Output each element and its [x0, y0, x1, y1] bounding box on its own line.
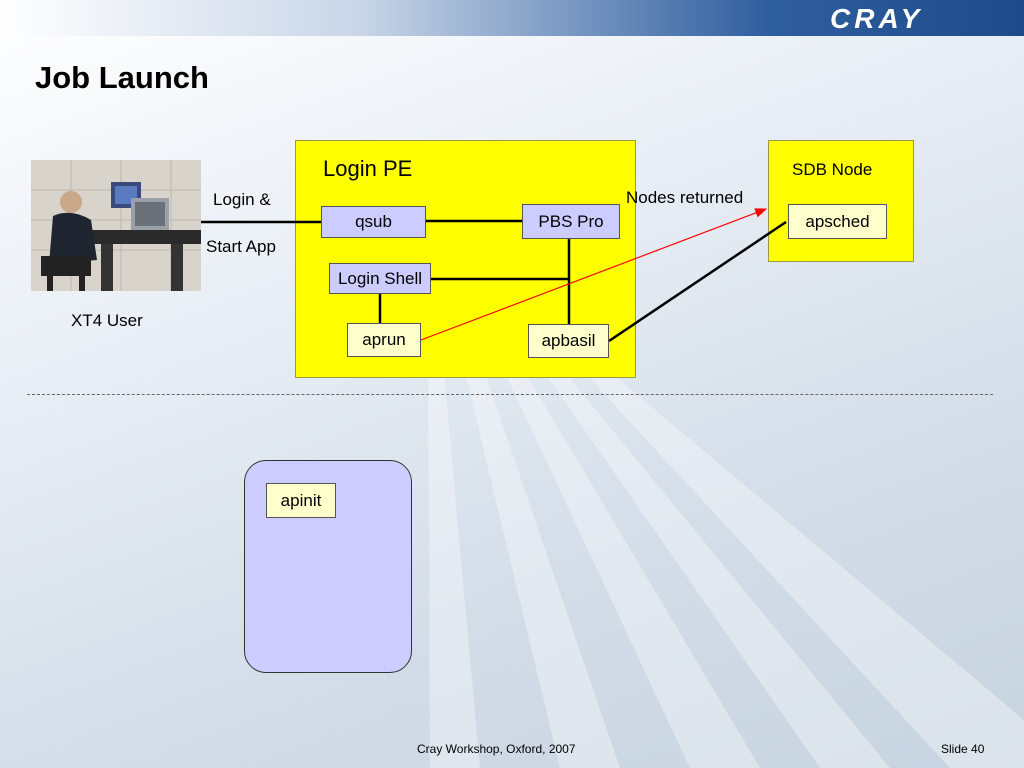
section-divider: [27, 394, 993, 395]
login-start-label-line2: Start App: [206, 237, 276, 256]
apsched-box: apsched: [788, 204, 887, 239]
user-photo: [31, 160, 201, 291]
sdb-node-title: SDB Node: [792, 160, 873, 179]
apbasil-to-apsched-line: [608, 220, 787, 343]
footer-event: Cray Workshop, Oxford, 2007: [417, 742, 576, 756]
aprun-to-apsched-arrow: [420, 208, 768, 341]
pbs-pro-box: PBS Pro: [522, 204, 620, 239]
xt4-user-label: XT4 User: [71, 311, 143, 330]
svg-text:CRAY: CRAY: [830, 4, 923, 32]
apinit-box: apinit: [266, 483, 336, 518]
login-shell-box: Login Shell: [329, 263, 431, 294]
nodes-returned-label: Nodes returned: [626, 188, 744, 207]
sdb-node-box: [768, 140, 914, 262]
qsub-box: qsub: [321, 206, 426, 238]
cray-logo: CRAY: [830, 4, 923, 32]
slide-title: Job Launch: [35, 60, 209, 95]
apbasil-box: apbasil: [528, 324, 609, 358]
slide-number: Slide 40: [941, 742, 985, 756]
aprun-box: aprun: [347, 323, 421, 357]
login-start-label-line1: Login &: [213, 190, 271, 209]
login-pe-title: Login PE: [323, 156, 413, 181]
top-banner: [0, 0, 1024, 36]
